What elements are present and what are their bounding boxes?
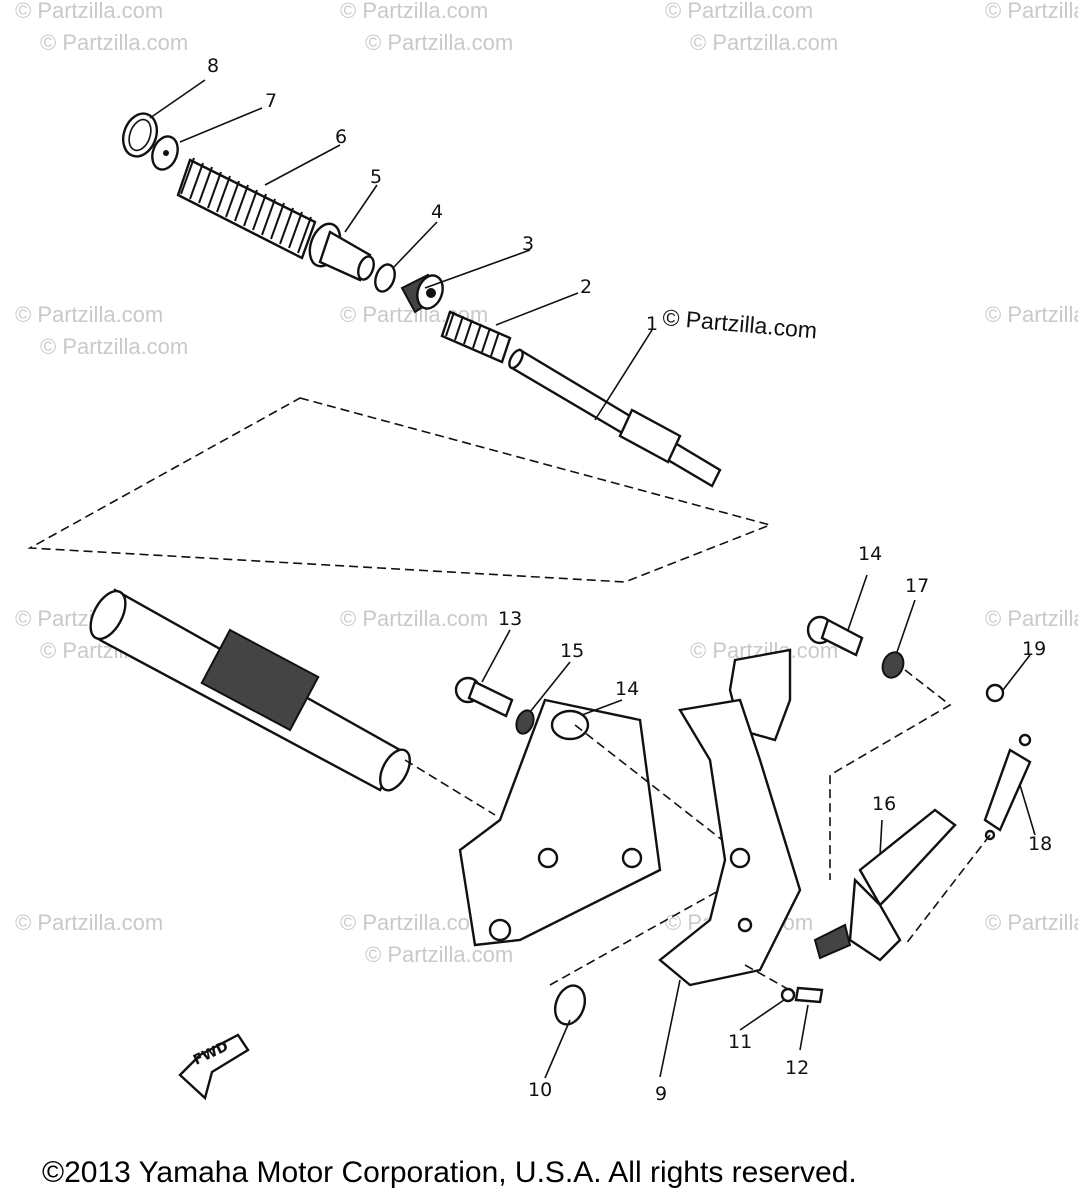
bolt-part bbox=[454, 676, 514, 718]
callout-19: 19 bbox=[1022, 638, 1046, 660]
callout-14: 14 bbox=[858, 543, 882, 565]
callout-4: 4 bbox=[431, 201, 443, 223]
callout-5: 5 bbox=[370, 166, 382, 188]
assembly-outline bbox=[27, 397, 773, 583]
callout-2: 2 bbox=[580, 276, 592, 298]
callout-11: 11 bbox=[728, 1031, 752, 1053]
screw-leader bbox=[744, 964, 796, 994]
watermark: © Partzilla.com bbox=[985, 0, 1078, 23]
callout-16: 16 bbox=[872, 793, 896, 815]
watermark: © Partzilla.com bbox=[340, 0, 488, 23]
bushing-part bbox=[400, 273, 444, 314]
watermark: © Partzilla.com bbox=[985, 910, 1078, 935]
washer-part bbox=[515, 709, 535, 735]
callout-17: 17 bbox=[905, 575, 929, 597]
callout-labels: 8 7 6 5 4 3 2 1 13 15 14 14 17 19 18 16 … bbox=[207, 55, 1052, 1105]
shift-drum-part bbox=[89, 588, 411, 792]
fwd-arrow: FWD bbox=[178, 1033, 250, 1101]
washer-part bbox=[151, 135, 179, 171]
watermark: © Partzilla.com bbox=[40, 30, 188, 55]
watermark: © Partzilla.com bbox=[365, 942, 513, 967]
washer-part bbox=[881, 651, 905, 679]
cover-leader bbox=[574, 724, 736, 851]
callout-14: 13 bbox=[498, 608, 522, 630]
callout-12: 12 bbox=[785, 1057, 809, 1079]
watermark: © Partzilla.com bbox=[365, 30, 513, 55]
small-spring-part bbox=[440, 310, 512, 364]
ball-part bbox=[780, 987, 796, 1003]
main-watermark: © Partzilla.com bbox=[662, 304, 819, 343]
callout-18: 18 bbox=[1028, 833, 1052, 855]
callout-8: 8 bbox=[207, 55, 219, 77]
pedal-leader bbox=[549, 889, 721, 986]
watermark: © Partzilla.com bbox=[690, 30, 838, 55]
shift-pedal-part bbox=[658, 648, 802, 987]
callout-3: 3 bbox=[522, 233, 534, 255]
pedal-bolt-leader bbox=[829, 669, 952, 880]
cover-plate-part bbox=[458, 698, 662, 947]
spring-part bbox=[176, 157, 317, 260]
callout-leaders bbox=[149, 79, 1036, 1079]
spring-leader bbox=[904, 834, 991, 946]
callout-9: 9 bbox=[655, 1083, 667, 1105]
watermark: © Partzilla.com bbox=[15, 302, 163, 327]
callout-13: 14 bbox=[615, 678, 639, 700]
watermark: © Partzilla.com bbox=[665, 0, 813, 23]
return-spring-part bbox=[983, 733, 1032, 841]
bolt-part bbox=[985, 683, 1005, 703]
watermark: © Partzilla.com bbox=[15, 910, 163, 935]
circlip-part bbox=[553, 984, 587, 1026]
callout-7: 7 bbox=[265, 90, 277, 112]
watermark: © Partzilla.com bbox=[340, 606, 488, 631]
watermark: © Partzilla.com bbox=[40, 334, 188, 359]
heel-pedal-part bbox=[813, 808, 957, 962]
collar-part bbox=[308, 222, 375, 282]
callout-1: 1 bbox=[646, 313, 658, 335]
screw-part bbox=[794, 986, 824, 1004]
copyright-notice: ©2013 Yamaha Motor Corporation, U.S.A. A… bbox=[42, 1156, 857, 1189]
callout-10: 10 bbox=[528, 1079, 552, 1101]
callout-6: 6 bbox=[335, 126, 347, 148]
callout-15: 15 bbox=[560, 640, 584, 662]
watermark: © Partzilla.com bbox=[340, 910, 488, 935]
circlip-part bbox=[121, 112, 159, 158]
shift-shaft-part bbox=[508, 348, 722, 488]
drum-leader bbox=[404, 759, 496, 816]
watermark: © Partzilla.com bbox=[15, 0, 163, 23]
snap-ring-part bbox=[374, 263, 396, 293]
bolt-part bbox=[806, 615, 864, 657]
watermark: © Partzilla.com bbox=[985, 606, 1078, 631]
watermark: © Partzilla.com bbox=[985, 302, 1078, 327]
